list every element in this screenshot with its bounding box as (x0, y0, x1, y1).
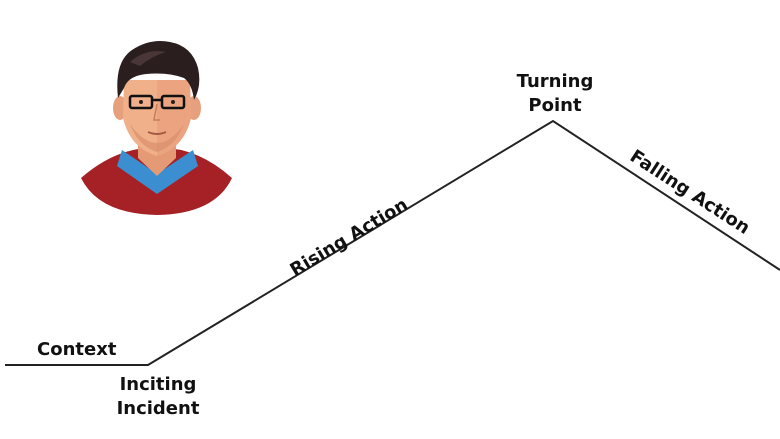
label-inciting-incident-line1: Inciting (119, 374, 197, 395)
label-turning-point-line2: Point (528, 95, 582, 116)
hair (117, 41, 200, 100)
collar (117, 150, 198, 194)
arc-path (5, 119, 780, 366)
label-turning-point: Turning Point (500, 70, 610, 118)
label-inciting-incident-line2: Incident (116, 398, 200, 419)
man-with-glasses-avatar-icon (81, 41, 232, 215)
label-inciting-incident: Inciting Incident (108, 373, 208, 421)
label-context: Context (37, 339, 117, 360)
label-turning-point-line1: Turning (516, 71, 594, 92)
glasses (128, 94, 186, 110)
